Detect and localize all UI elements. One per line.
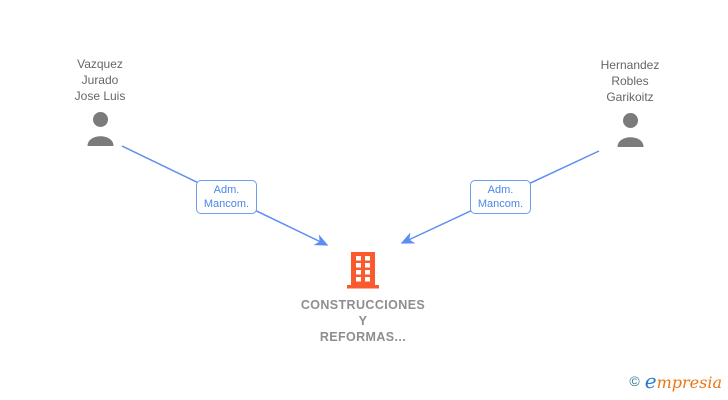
company-node[interactable]: CONSTRUCCIONES Y REFORMAS... (283, 252, 443, 345)
person-node-vazquez[interactable]: Vazquez Jurado Jose Luis (30, 56, 170, 151)
copyright-icon: © (629, 373, 640, 389)
person-node-hernandez[interactable]: Hernandez Robles Garikoitz (560, 57, 700, 152)
person-icon (617, 113, 643, 147)
edge-label-adm-mancom-left[interactable]: Adm. Mancom. (196, 180, 257, 214)
edge-label-adm-mancom-right[interactable]: Adm. Mancom. (470, 180, 531, 214)
person-name: Hernandez Robles Garikoitz (600, 58, 660, 104)
person-icon (87, 112, 113, 146)
building-icon (347, 252, 379, 289)
company-name: CONSTRUCCIONES Y REFORMAS... (300, 298, 426, 344)
brand-wordmark: empresia (645, 369, 722, 393)
person-name: Vazquez Jurado Jose Luis (74, 57, 126, 103)
empresia-logo[interactable]: © empresia (629, 369, 722, 393)
brand-letter-e: e (644, 369, 657, 393)
brand-rest: mpresia (656, 373, 722, 392)
